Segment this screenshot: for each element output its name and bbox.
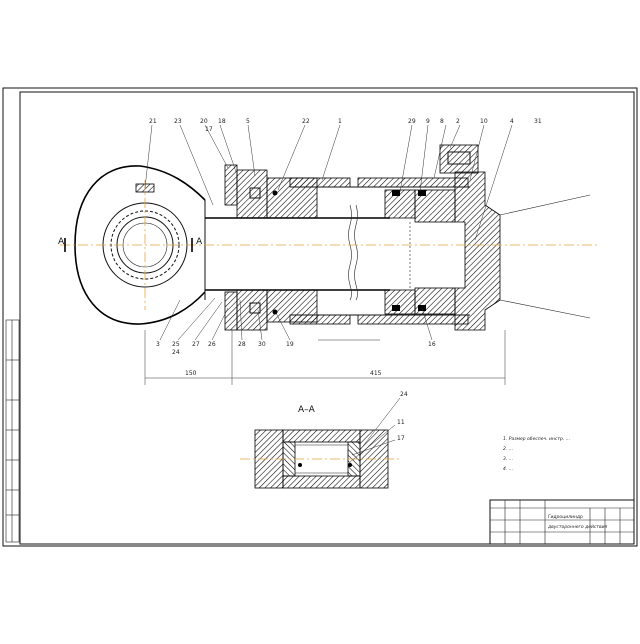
svg-text:3: 3 — [156, 341, 160, 348]
svg-text:A: A — [196, 237, 203, 247]
svg-text:16: 16 — [428, 341, 436, 348]
svg-text:10: 10 — [480, 118, 488, 125]
svg-text:двустороннего действия: двустороннего действия — [547, 524, 608, 530]
outer-frame — [2, 87, 638, 547]
cylinder-barrel — [289, 177, 470, 325]
section-title: A–A — [298, 405, 316, 415]
callouts-top: 21 23 20 17 18 5 22 1 29 9 8 2 10 4 31 — [149, 118, 542, 133]
title-block: Гидроцилиндр двустороннего действия — [489, 499, 635, 545]
svg-text:20: 20 — [200, 118, 208, 125]
svg-text:21: 21 — [149, 118, 157, 125]
svg-text:22: 22 — [302, 118, 310, 125]
svg-text:27: 27 — [192, 341, 200, 348]
rear-cap — [439, 144, 591, 331]
dimension-lines — [144, 330, 506, 385]
svg-text:2. ...: 2. ... — [503, 446, 513, 452]
svg-text:9: 9 — [426, 118, 430, 125]
section-mark-left: A — [58, 237, 66, 252]
svg-text:30: 30 — [258, 341, 266, 348]
front-gland-upper — [224, 164, 318, 219]
svg-text:23: 23 — [174, 118, 182, 125]
technical-notes: 1. Размер обеспеч. инстр. ... 2. ... 3. … — [503, 436, 570, 472]
leaders-top — [144, 124, 513, 241]
svg-text:4: 4 — [510, 118, 514, 125]
inner-frame — [19, 91, 635, 545]
section-view: 24 11 17 — [240, 391, 408, 489]
svg-text:11: 11 — [397, 419, 405, 426]
svg-text:A: A — [58, 237, 65, 247]
svg-text:29: 29 — [408, 118, 416, 125]
svg-text:4. ...: 4. ... — [503, 466, 513, 472]
leaders-bottom — [159, 297, 433, 341]
svg-text:Гидроцилиндр: Гидроцилиндр — [548, 514, 583, 520]
callouts-bottom: 3 25 24 27 26 28 30 19 16 — [156, 341, 436, 356]
svg-text:24: 24 — [172, 349, 180, 356]
svg-text:28: 28 — [238, 341, 246, 348]
svg-text:17: 17 — [205, 126, 213, 133]
section-mark-right: A — [191, 237, 203, 252]
svg-text:19: 19 — [286, 341, 294, 348]
svg-text:17: 17 — [397, 435, 405, 442]
svg-text:1: 1 — [338, 118, 342, 125]
svg-text:5: 5 — [246, 118, 250, 125]
svg-text:24: 24 — [400, 391, 408, 398]
svg-text:8: 8 — [440, 118, 444, 125]
dimension-150: 150 — [185, 370, 197, 377]
svg-text:2: 2 — [456, 118, 460, 125]
piston — [384, 189, 456, 315]
svg-text:31: 31 — [534, 118, 542, 125]
svg-text:26: 26 — [208, 341, 216, 348]
svg-text:3. ...: 3. ... — [503, 456, 513, 462]
side-stamp — [5, 319, 20, 543]
svg-text:18: 18 — [218, 118, 226, 125]
svg-text:1. Размер обеспеч. инстр. ...: 1. Размер обеспеч. инстр. ... — [503, 436, 570, 442]
svg-text:25: 25 — [172, 341, 180, 348]
dimension-415: 415 — [370, 370, 382, 377]
